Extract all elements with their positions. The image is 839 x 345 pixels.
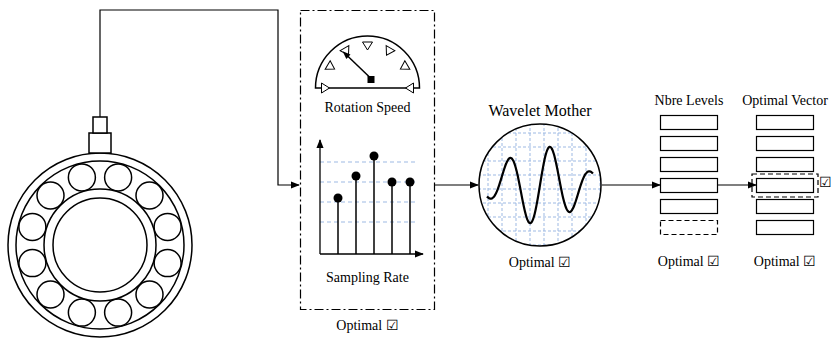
grid-line — [516, 123, 517, 247]
sample-stem — [373, 156, 375, 254]
vector-bar — [757, 221, 814, 235]
grid-line — [478, 147, 602, 148]
gauge-tick — [325, 61, 337, 74]
gauge-tick — [382, 46, 395, 58]
needle-tip — [341, 49, 351, 59]
stage-title: Wavelet Mother — [488, 102, 591, 120]
gauge-needle — [346, 54, 371, 78]
needle-hub — [368, 76, 375, 83]
vector-bar — [757, 158, 814, 172]
grid-line — [320, 182, 417, 183]
rolling-ball — [68, 299, 95, 326]
gauge-tick — [363, 42, 373, 50]
level-bar — [661, 158, 718, 172]
stage-verdict: Optimal ☑ — [509, 255, 571, 271]
sample-dot — [352, 172, 361, 181]
check-mark: ☑ — [819, 175, 832, 191]
parameter-label: Rotation Speed — [325, 100, 411, 116]
sample-dot — [388, 178, 397, 187]
wavelet-circle: Wavelet MotherOptimal ☑ — [478, 123, 602, 247]
grid-line — [478, 161, 602, 162]
grid-line — [478, 203, 602, 204]
gauge-tick — [406, 83, 414, 93]
node-shape — [756, 115, 814, 234]
flow-arrow — [435, 184, 478, 185]
grid-line — [478, 175, 602, 176]
node-shape — [660, 115, 718, 234]
sample-dot — [334, 194, 343, 203]
group-verdict: Optimal ☑ — [336, 318, 398, 334]
grid — [478, 123, 602, 247]
flow-arrow — [602, 184, 660, 185]
grid-line — [572, 123, 573, 247]
level-bar — [661, 116, 718, 130]
signal-wire — [100, 10, 299, 185]
grid-line — [544, 123, 545, 247]
sample-dot — [370, 152, 379, 161]
gauge-tick — [322, 83, 330, 93]
vector-bar — [757, 137, 814, 151]
circle-outline — [479, 124, 601, 246]
outer-race — [16, 161, 184, 329]
flow-arrow — [718, 184, 756, 185]
inner-bore — [53, 198, 147, 292]
node-shape — [478, 123, 602, 247]
wavelet-curve — [487, 147, 593, 223]
level-bar — [661, 200, 718, 214]
rolling-ball — [154, 213, 181, 240]
grid-line — [558, 123, 559, 247]
rolling-ball — [154, 250, 181, 277]
vector-bar — [757, 179, 814, 193]
sensor-body — [89, 133, 111, 153]
level-bar — [661, 179, 718, 193]
x-axis — [320, 253, 423, 254]
grid-line — [320, 222, 417, 223]
rolling-ball — [19, 213, 46, 240]
sample-stem — [337, 198, 339, 254]
rolling-ball — [19, 250, 46, 277]
stage-title: Optimal Vector — [742, 93, 828, 109]
rotation-speed-gauge: Rotation Speed — [308, 24, 427, 124]
grid-line — [478, 133, 602, 134]
selection-outline — [752, 174, 818, 197]
dash-dot-border — [301, 11, 435, 310]
vector-bar — [757, 200, 814, 214]
acquisition-group: Rotation SpeedSampling RateOptimal ☑ — [300, 10, 435, 310]
stage-title: Nbre Levels — [655, 93, 724, 109]
rolling-ball — [68, 164, 95, 191]
level-bar — [661, 221, 718, 235]
gauge-tick — [398, 61, 410, 74]
grid-line — [502, 123, 503, 247]
stage-verdict: Optimal ☑ — [754, 254, 816, 270]
level-bar — [661, 137, 718, 151]
rolling-ball — [105, 164, 132, 191]
levels-stack: Nbre LevelsOptimal ☑ — [660, 115, 718, 234]
sample-stem — [409, 182, 411, 254]
sampling-rate-chart: Sampling Rate — [308, 136, 427, 296]
grid-line — [586, 123, 587, 247]
grid-line — [320, 162, 417, 163]
grid-line — [530, 123, 531, 247]
gauge-outline — [316, 36, 420, 88]
grid-line — [478, 217, 602, 218]
stage-verdict: Optimal ☑ — [658, 254, 720, 270]
grid-line — [320, 202, 417, 203]
grid-line — [488, 123, 489, 247]
grid-line — [478, 231, 602, 232]
bearing-outer-ring — [8, 153, 192, 337]
parameter-label: Sampling Rate — [326, 270, 409, 286]
rolling-ball — [105, 299, 132, 326]
inner-race — [44, 189, 156, 301]
sample-stem — [391, 182, 393, 254]
sensor-cap — [93, 117, 107, 133]
y-axis — [319, 140, 320, 254]
vector-stack: Optimal VectorOptimal ☑ — [756, 115, 814, 234]
vector-bar — [757, 116, 814, 130]
sample-dot — [406, 178, 415, 187]
sample-stem — [355, 176, 357, 254]
